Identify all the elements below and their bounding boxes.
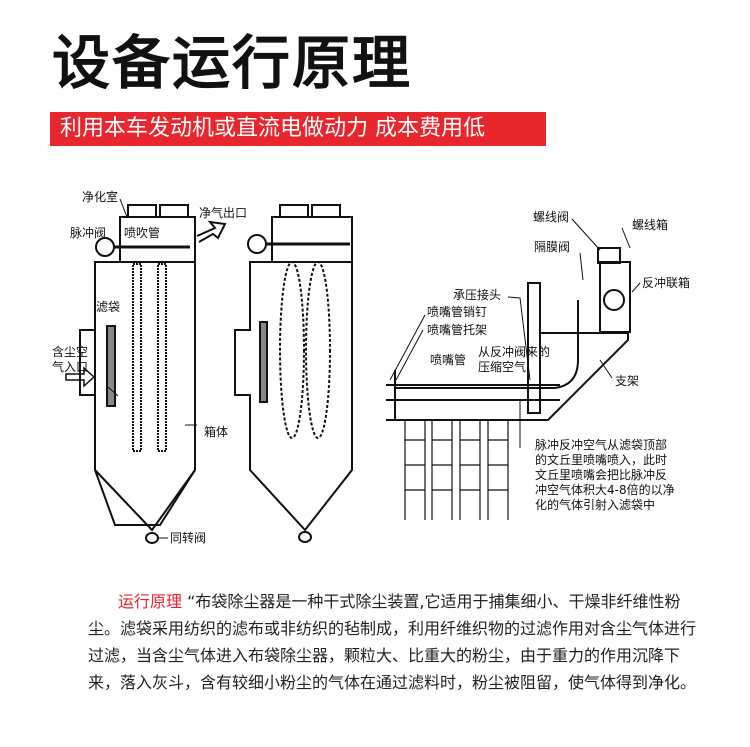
note-line: 化的气体引射入滤袋中 — [535, 498, 656, 512]
label-compressed-air-1: 从反冲阀来的 — [478, 345, 551, 359]
pulse-note: 脉冲反冲空气从滤袋顶部 的文丘里喷嘴喷入，此时 文丘里喷嘴会把比脉冲反 冲空气体… — [535, 438, 675, 513]
label-filter-bag: 滤袋 — [96, 300, 121, 314]
middle-baghouse — [234, 204, 353, 543]
label-pressure-joint: 承压接头 — [453, 288, 502, 302]
label-clean-outlet: 净气出口 — [199, 206, 248, 220]
label-dust-inlet-2: 气入口 — [52, 360, 89, 374]
label-solenoid-valve: 螺线阀 — [533, 210, 570, 224]
label-nozzle-bracket: 喷嘴管托架 — [427, 323, 488, 337]
left-baghouse — [65, 204, 227, 544]
description-text: “布袋除尘器是一种干式除尘装置,它适用于捕集细小、干燥非纤维性粉尘。滤袋采用纺织… — [88, 592, 697, 692]
label-pulse-valve: 脉冲阀 — [70, 226, 107, 240]
label-dust-inlet-1: 含尘空 — [52, 345, 89, 359]
label-nozzle-pin: 喷嘴管销钉 — [427, 305, 488, 319]
label-compressed-air-2: 压缩空气 — [478, 360, 527, 374]
label-solenoid-box: 螺线箱 — [632, 218, 669, 232]
label-box-body: 箱体 — [204, 425, 229, 439]
note-line: 冲空气体积大4-8倍的以净 — [535, 483, 675, 497]
description-paragraph: 运行原理 “布袋除尘器是一种干式除尘装置,它适用于捕集细小、干燥非纤维性粉尘。滤… — [88, 588, 708, 696]
note-line: 文丘里喷嘴会把比脉冲反 — [535, 468, 668, 482]
description-heading: 运行原理 — [118, 592, 183, 611]
label-support: 支架 — [615, 374, 640, 388]
label-backflush-header: 反冲联箱 — [642, 276, 691, 290]
label-rotary-valve: 同转阀 — [170, 531, 207, 545]
feature-banner: 利用本车发动机或直流电做动力 成本费用低 — [50, 112, 546, 146]
label-clean-room: 净化室 — [82, 190, 119, 204]
pulse-jet-assembly — [386, 247, 631, 520]
label-diaphragm-valve: 隔膜阀 — [534, 240, 571, 254]
label-nozzle-pipe: 喷嘴管 — [430, 353, 467, 367]
note-line: 的文丘里喷嘴喷入，此时 — [535, 453, 668, 467]
note-line: 脉冲反冲空气从滤袋顶部 — [535, 438, 668, 452]
page-title: 设备运行原理 — [52, 29, 413, 97]
label-blow-pipe: 喷吹管 — [124, 226, 161, 240]
baghouse-diagram — [65, 198, 641, 544]
